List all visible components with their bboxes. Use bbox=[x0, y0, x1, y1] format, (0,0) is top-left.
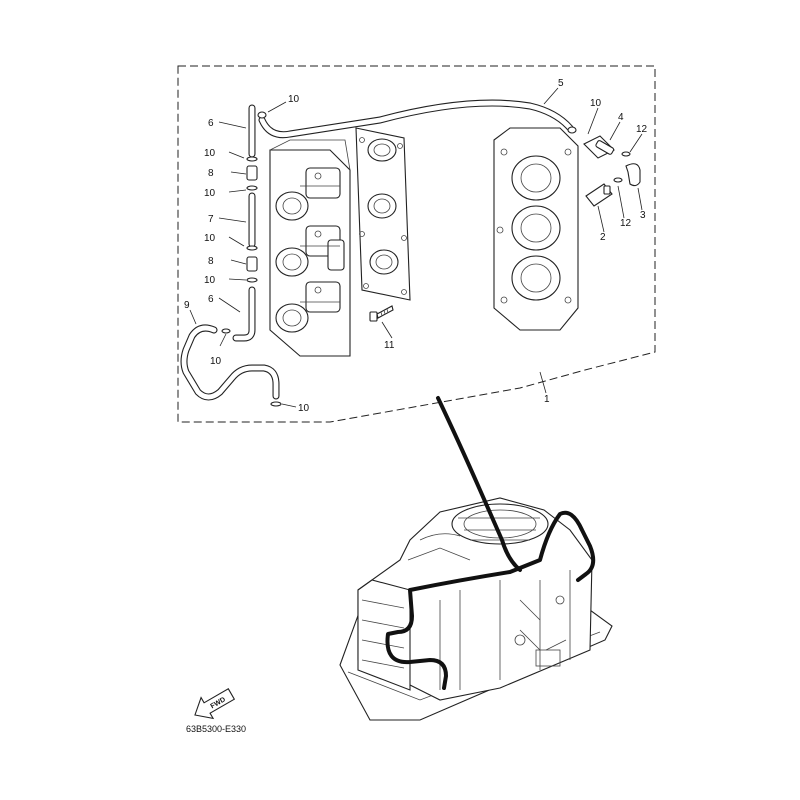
callout-2: 2 bbox=[600, 232, 606, 243]
callout-11: 11 bbox=[384, 340, 395, 351]
fwd-arrow: FWD bbox=[194, 688, 236, 720]
fitting-4 bbox=[583, 135, 615, 159]
fitting-2 bbox=[585, 183, 613, 207]
drawing-code: 63B5300-E330 bbox=[186, 724, 246, 734]
callout-6-top: 6 bbox=[208, 118, 214, 129]
clip-10 bbox=[246, 156, 258, 162]
clip-12-lower bbox=[613, 177, 623, 183]
callout-9: 9 bbox=[184, 300, 190, 311]
hose-9 bbox=[180, 324, 282, 407]
callout-10-f: 10 bbox=[210, 356, 222, 367]
callout-10-b: 10 bbox=[204, 148, 216, 159]
assembly-boundary bbox=[177, 65, 656, 423]
callout-10-d: 10 bbox=[204, 233, 216, 244]
callout-8-bottom: 8 bbox=[208, 256, 214, 267]
callout-12-lower: 12 bbox=[620, 218, 632, 229]
callout-1: 1 bbox=[544, 394, 550, 405]
callout-6-bottom: 6 bbox=[208, 294, 214, 305]
callout-10-g: 10 bbox=[298, 403, 310, 414]
callout-labels: 1 2 3 4 5 6 6 7 8 8 9 10 10 10 10 10 10 … bbox=[184, 78, 648, 414]
callout-12-upper: 12 bbox=[636, 124, 648, 135]
carburetor-assembly bbox=[269, 139, 351, 357]
callout-4: 4 bbox=[618, 112, 624, 123]
leader-lines bbox=[189, 87, 643, 408]
clip-12-upper bbox=[621, 151, 631, 157]
callout-3: 3 bbox=[640, 210, 646, 221]
joint-8-top bbox=[246, 165, 258, 181]
engine-lower-view bbox=[339, 497, 613, 721]
callout-10-c: 10 bbox=[204, 188, 216, 199]
callout-10-e: 10 bbox=[204, 275, 216, 286]
callout-7: 7 bbox=[208, 214, 214, 225]
callout-5: 5 bbox=[558, 78, 564, 89]
callout-8-top: 8 bbox=[208, 168, 214, 179]
hose-route-highlight bbox=[385, 396, 596, 690]
hose-stack bbox=[221, 104, 258, 342]
callout-10-a: 10 bbox=[288, 94, 300, 105]
joint-8-bottom bbox=[246, 256, 258, 272]
bolt-11 bbox=[369, 305, 394, 322]
hose-3 bbox=[625, 163, 641, 187]
intake-manifold bbox=[355, 127, 411, 301]
hose-5 bbox=[257, 99, 577, 139]
callout-10-h: 10 bbox=[590, 98, 602, 109]
crankcase bbox=[493, 127, 579, 331]
